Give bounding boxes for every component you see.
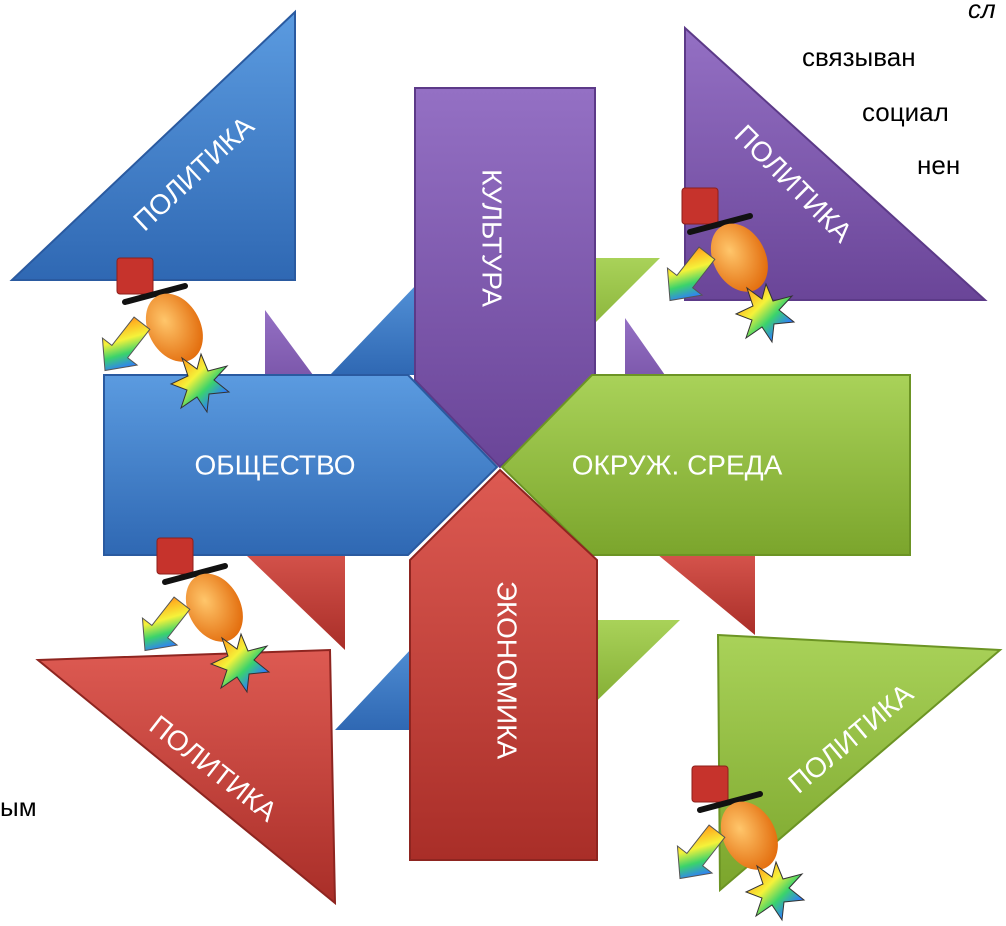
- side-text-bottom-left: ым: [0, 792, 37, 822]
- small-triangle-red-left: [222, 532, 345, 650]
- side-text-line-1: сл: [968, 0, 996, 24]
- label-environment: ОКРУЖ. СРЕДА: [572, 449, 783, 480]
- label-economy: ЭКОНОМИКА: [492, 581, 523, 760]
- corner-triangle-top-left: [9, 9, 296, 281]
- side-text-line-2: связыван: [802, 42, 916, 72]
- label-society: ОБЩЕСТВО: [195, 449, 356, 480]
- label-culture: КУЛЬТУРА: [477, 169, 508, 307]
- corner-triangle-bottom-right: [716, 633, 1003, 893]
- small-triangle-blue-upper: [330, 260, 440, 375]
- corner-triangle-bottom-left: [35, 648, 337, 906]
- center-arrow-economy: [409, 468, 598, 861]
- corner-triangle-top-right: [684, 25, 988, 301]
- side-text-line-4: нен: [917, 150, 961, 180]
- small-triangle-green-lower: [572, 620, 680, 725]
- center-arrow-environment: [500, 374, 911, 556]
- small-triangle-red-right: [640, 540, 755, 635]
- center-arrow-society: [103, 374, 499, 556]
- side-text-line-3: социал: [862, 97, 949, 127]
